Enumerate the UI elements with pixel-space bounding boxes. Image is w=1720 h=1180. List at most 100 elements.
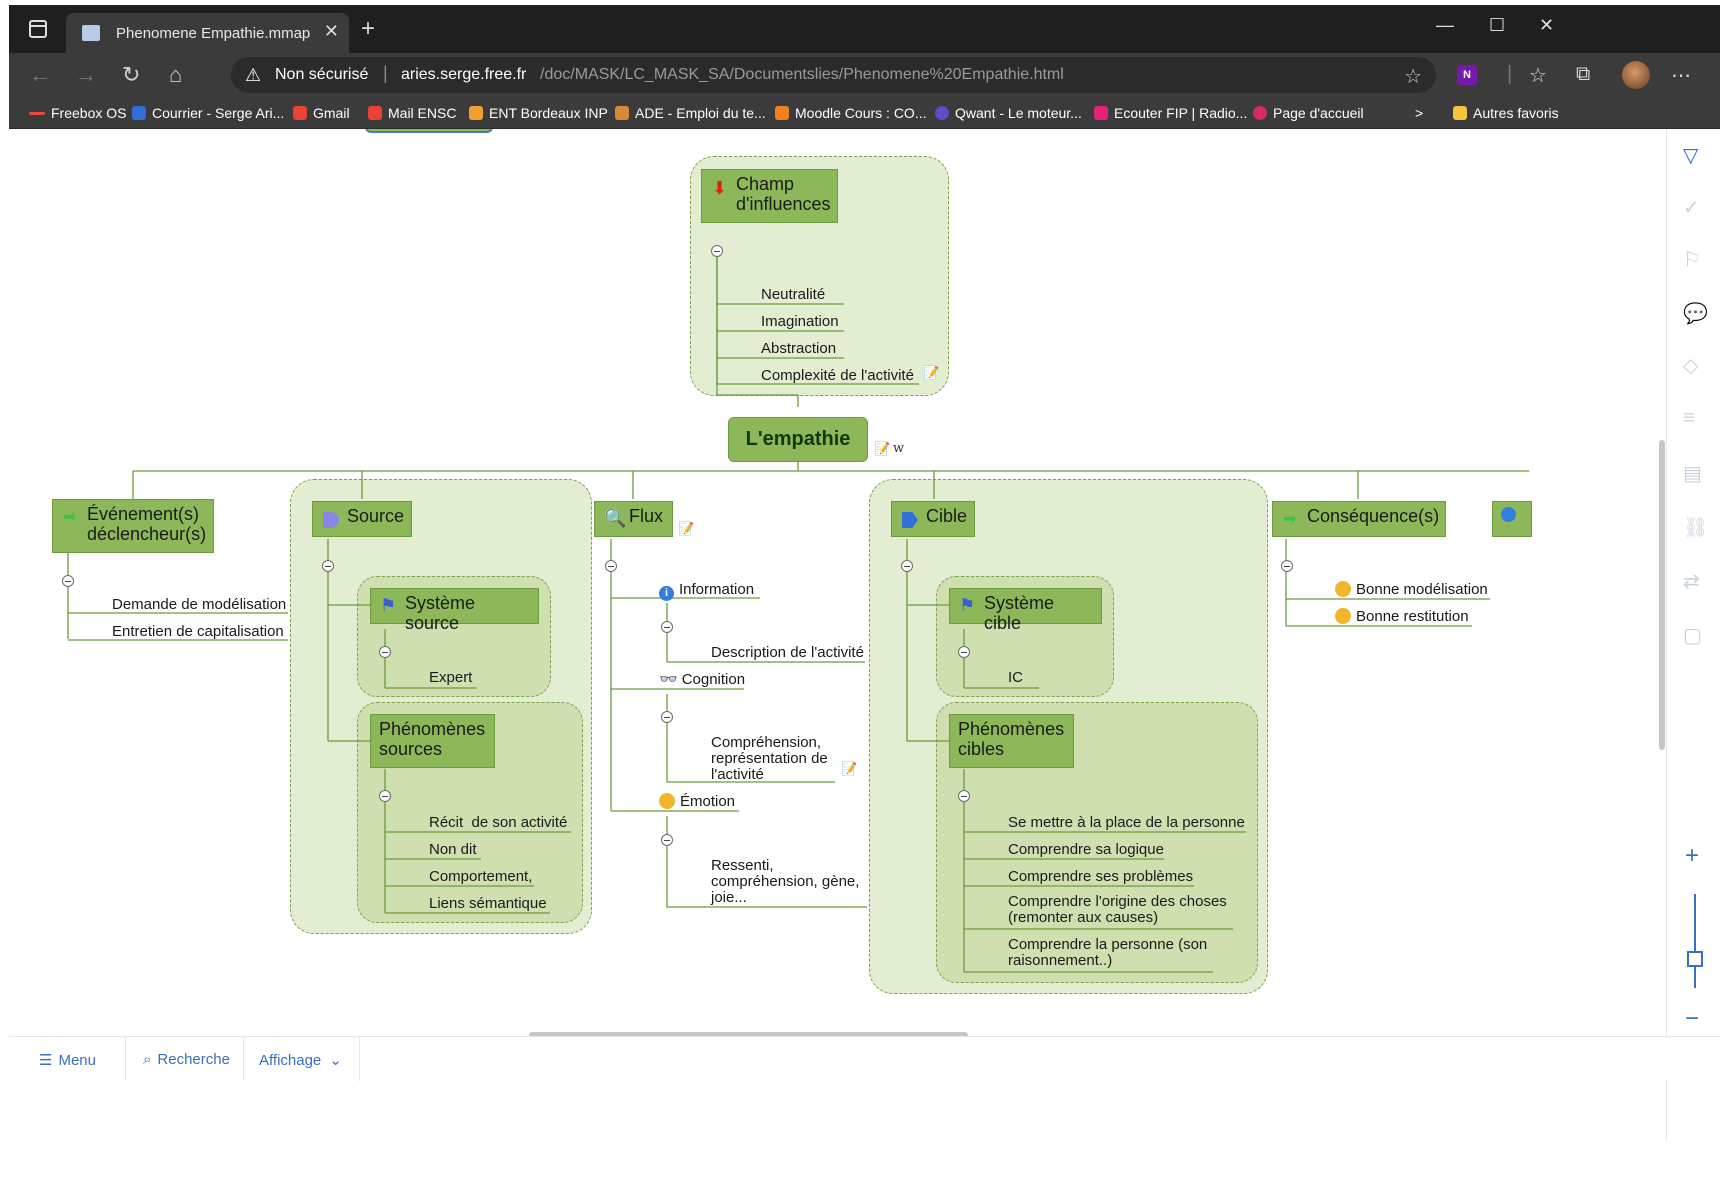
collapse-toggle[interactable] <box>901 560 913 572</box>
leaf-item[interactable]: Comportement, <box>429 868 533 885</box>
collapse-toggle[interactable] <box>958 790 970 802</box>
leaf-item[interactable]: Comprendre la personne (son raisonnement… <box>1008 936 1208 969</box>
note-icon[interactable]: 📝 <box>841 761 858 776</box>
leaf-item[interactable]: Imagination <box>761 313 839 330</box>
leaf-item[interactable]: Comprendre ses problèmes <box>1008 868 1194 885</box>
bookmark-item[interactable]: Mail ENSC <box>368 105 456 121</box>
onenote-extension-icon[interactable]: N <box>1457 65 1477 85</box>
document-icon[interactable]: ▤ <box>1683 463 1702 485</box>
collapse-toggle[interactable] <box>322 560 334 572</box>
maximize-icon[interactable]: ☐ <box>1489 15 1506 35</box>
topic-phenomenes-cibles[interactable]: Phénomènes cibles <box>949 714 1074 768</box>
chat-icon[interactable]: ▢ <box>1683 625 1702 647</box>
horizontal-scrollbar[interactable] <box>529 1032 968 1038</box>
wikipedia-icon[interactable]: w <box>893 441 905 456</box>
leaf-item[interactable]: Non dit <box>429 841 477 858</box>
collapse-toggle[interactable] <box>62 575 74 587</box>
other-favorites[interactable]: Autres favoris <box>1453 105 1559 121</box>
collections-icon[interactable]: ⧉ <box>1576 63 1591 85</box>
search-button[interactable]: ⌕Recherche <box>143 1051 230 1068</box>
filter-icon[interactable]: ▽ <box>1683 145 1699 167</box>
zoom-slider-thumb[interactable] <box>1687 951 1703 967</box>
mindmap-canvas[interactable]: L'empathie 📝 w ⬇ Champ d'influences Neut… <box>9 129 1666 1140</box>
favorites-icon[interactable]: ☆ <box>1529 65 1547 87</box>
note-icon[interactable]: 📝 <box>678 521 695 536</box>
leaf-item[interactable]: Comprendre sa logique <box>1008 841 1164 858</box>
tab-close-icon[interactable]: ✕ <box>323 21 339 41</box>
collapse-toggle[interactable] <box>379 790 391 802</box>
leaf-item[interactable]: IC <box>1008 669 1023 686</box>
bookmark-item[interactable]: Moodle Cours : CO... <box>775 105 927 121</box>
bookmark-item[interactable]: Freebox OS <box>29 105 126 121</box>
leaf-item[interactable]: Récit de son activité <box>429 814 568 831</box>
central-topic[interactable]: L'empathie <box>728 417 868 462</box>
home-icon[interactable]: ⌂ <box>169 62 183 87</box>
back-icon[interactable]: ← <box>29 62 51 87</box>
collapse-toggle[interactable] <box>605 560 617 572</box>
window-close-icon[interactable]: ✕ <box>1539 15 1555 35</box>
leaf-item[interactable]: Neutralité <box>761 286 826 303</box>
topic-phenomenes-sources[interactable]: Phénomènes sources <box>370 714 495 768</box>
note-icon[interactable]: 📝 <box>874 441 891 456</box>
leaf-item[interactable]: Entretien de capitalisation <box>112 623 284 640</box>
checkmark-icon[interactable]: ✓ <box>1683 197 1700 219</box>
topic-flux[interactable]: 🔍 Flux <box>594 501 673 537</box>
view-dropdown[interactable]: Affichage⌄ <box>259 1052 342 1069</box>
leaf-item[interactable]: Abstraction <box>761 340 837 357</box>
bookmarks-overflow-icon[interactable]: > <box>1415 105 1424 121</box>
leaf-item[interactable]: Expert <box>429 669 473 686</box>
collapse-toggle[interactable] <box>958 646 970 658</box>
forward-icon[interactable]: → <box>75 62 97 87</box>
tag-icon[interactable]: ◇ <box>1683 355 1699 377</box>
profile-avatar[interactable] <box>1622 61 1650 89</box>
tab-active[interactable]: Phenomene Empathie.mmap ✕ <box>66 13 349 53</box>
topic-clipped[interactable] <box>1492 501 1532 537</box>
more-menu-icon[interactable]: ⋯ <box>1671 65 1691 87</box>
note-icon[interactable]: 📝 <box>923 365 940 380</box>
add-favorite-icon[interactable]: ☆ <box>1404 66 1422 88</box>
leaf-item[interactable]: Compréhension, représentation de l'activ… <box>711 734 828 783</box>
collapse-toggle[interactable] <box>711 245 723 257</box>
leaf-item[interactable]: Comprendre l'origine des choses (remonte… <box>1008 893 1227 926</box>
collapse-toggle[interactable] <box>661 834 673 846</box>
zoom-out-icon[interactable]: − <box>1685 1005 1700 1032</box>
bookmark-item[interactable]: Gmail <box>293 105 350 121</box>
topic-systeme-cible[interactable]: ⚑ Système cible <box>949 588 1102 633</box>
leaf-item[interactable]: Demande de modélisation <box>112 596 287 613</box>
swap-icon[interactable]: ⇄ <box>1683 571 1700 593</box>
leaf-item[interactable]: Complexité de l'activité <box>761 367 914 384</box>
leaf-item[interactable]: Se mettre à la place de la personne <box>1008 814 1245 831</box>
leaf-item[interactable]: Description de l'activité <box>711 644 864 661</box>
flux-cognition[interactable]: 👓Cognition <box>659 671 746 688</box>
collapse-toggle[interactable] <box>661 711 673 723</box>
address-bar[interactable]: ⚠ Non sécurisé | aries.serge.free.fr /do… <box>231 57 1436 93</box>
bookmark-item[interactable]: Ecouter FIP | Radio... <box>1094 105 1247 121</box>
zoom-slider[interactable] <box>1694 894 1696 988</box>
leaf-item[interactable]: Ressenti, compréhension, gène, joie... <box>711 857 860 906</box>
security-label[interactable]: Non sécurisé <box>275 66 369 83</box>
topic-champ[interactable]: ⬇ Champ d'influences <box>701 169 838 223</box>
topic-source[interactable]: Source <box>312 501 412 537</box>
minimize-icon[interactable]: — <box>1436 15 1454 35</box>
flux-emotion[interactable]: Émotion <box>659 793 735 810</box>
topic-consequences[interactable]: ➡ Conséquence(s) <box>1272 501 1446 537</box>
topic-evenement[interactable]: ➡ Événement(s) déclencheur(s) <box>52 499 214 553</box>
leaf-item[interactable]: Bonne restitution <box>1335 608 1469 625</box>
leaf-item[interactable]: Liens sémantique <box>429 895 547 912</box>
leaf-item[interactable]: Bonne modélisation <box>1335 581 1488 598</box>
bookmark-item[interactable]: Page d'accueil <box>1253 105 1364 121</box>
bookmark-item[interactable]: Qwant - Le moteur... <box>935 105 1082 121</box>
topic-systeme-source[interactable]: ⚑ Système source <box>370 588 539 633</box>
reload-icon[interactable]: ↻ <box>122 62 141 87</box>
vertical-scrollbar[interactable] <box>1659 440 1665 750</box>
topic-cible[interactable]: Cible <box>891 501 975 537</box>
link-icon[interactable]: ⛓ <box>1683 517 1709 539</box>
new-tab-button[interactable]: + <box>361 15 376 42</box>
tab-actions-icon[interactable] <box>29 20 47 38</box>
collapse-toggle[interactable] <box>661 621 673 633</box>
collapse-toggle[interactable] <box>1281 560 1293 572</box>
bookmark-item[interactable]: Courrier - Serge Ari... <box>132 105 284 121</box>
flag-icon[interactable]: ⚐ <box>1683 249 1701 271</box>
collapse-toggle[interactable] <box>379 646 391 658</box>
